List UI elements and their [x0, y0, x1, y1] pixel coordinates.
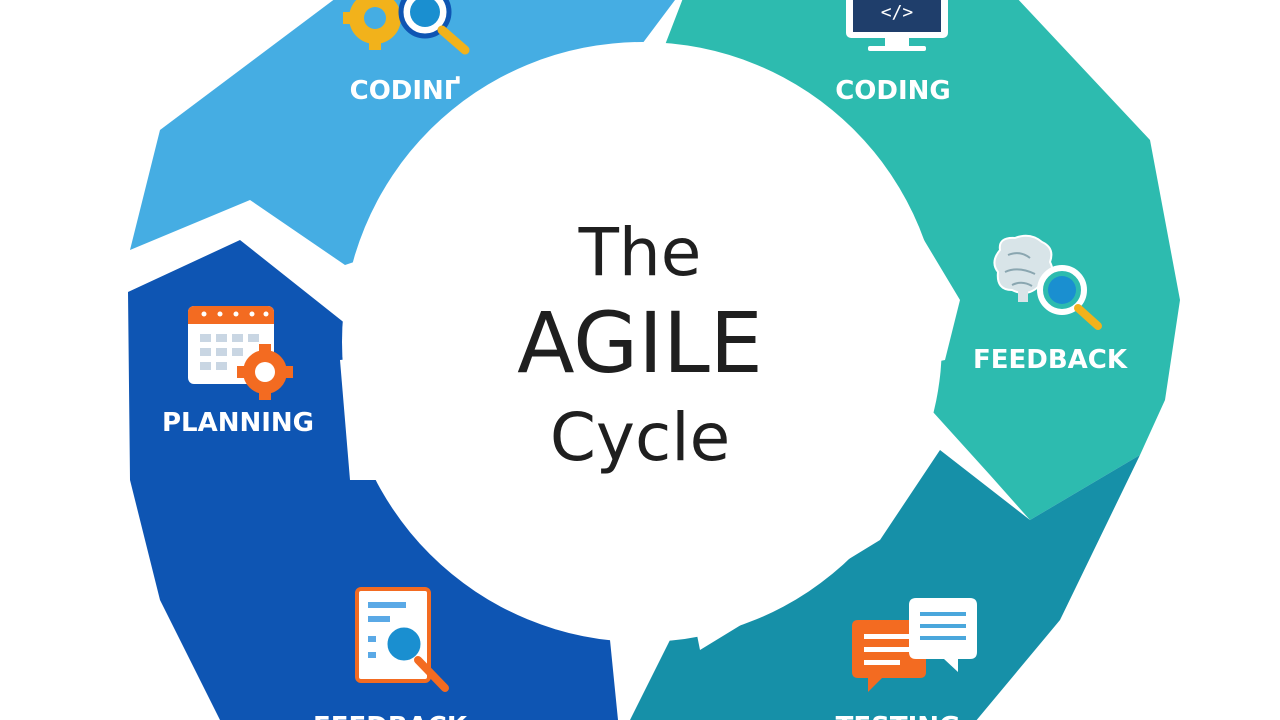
- calendar-gear-icon: [188, 306, 293, 400]
- title-line-the: The: [578, 214, 702, 291]
- code-monitor-icon: </>: [846, 0, 948, 51]
- title-line-cycle: Cycle: [550, 399, 730, 476]
- document-magnifier-icon: [355, 587, 449, 692]
- chat-bubbles-icon: [852, 598, 977, 692]
- segment-label-bottom-left: FEEDBACK: [313, 712, 468, 720]
- segment-label-bottom-right: TESTING: [836, 712, 961, 720]
- segment-arrow-top-right: [665, 0, 1180, 300]
- gear-magnifier-icon: [343, 0, 470, 55]
- segment-label-left: PLANNING: [162, 408, 314, 438]
- segment-label-top-left: CODINҐ: [350, 75, 461, 106]
- segment-arrow-right: [895, 300, 1180, 520]
- segment-label-top-right: CODING: [835, 76, 951, 106]
- title-line-agile: AGILE: [517, 294, 763, 392]
- segment-label-right: FEEDBACK: [973, 345, 1128, 375]
- brain-magnifier-icon: [993, 234, 1102, 330]
- svg-text:</>: </>: [881, 2, 914, 23]
- center-circle: [342, 42, 942, 642]
- segment-arrow-bottom-right: [630, 450, 1140, 720]
